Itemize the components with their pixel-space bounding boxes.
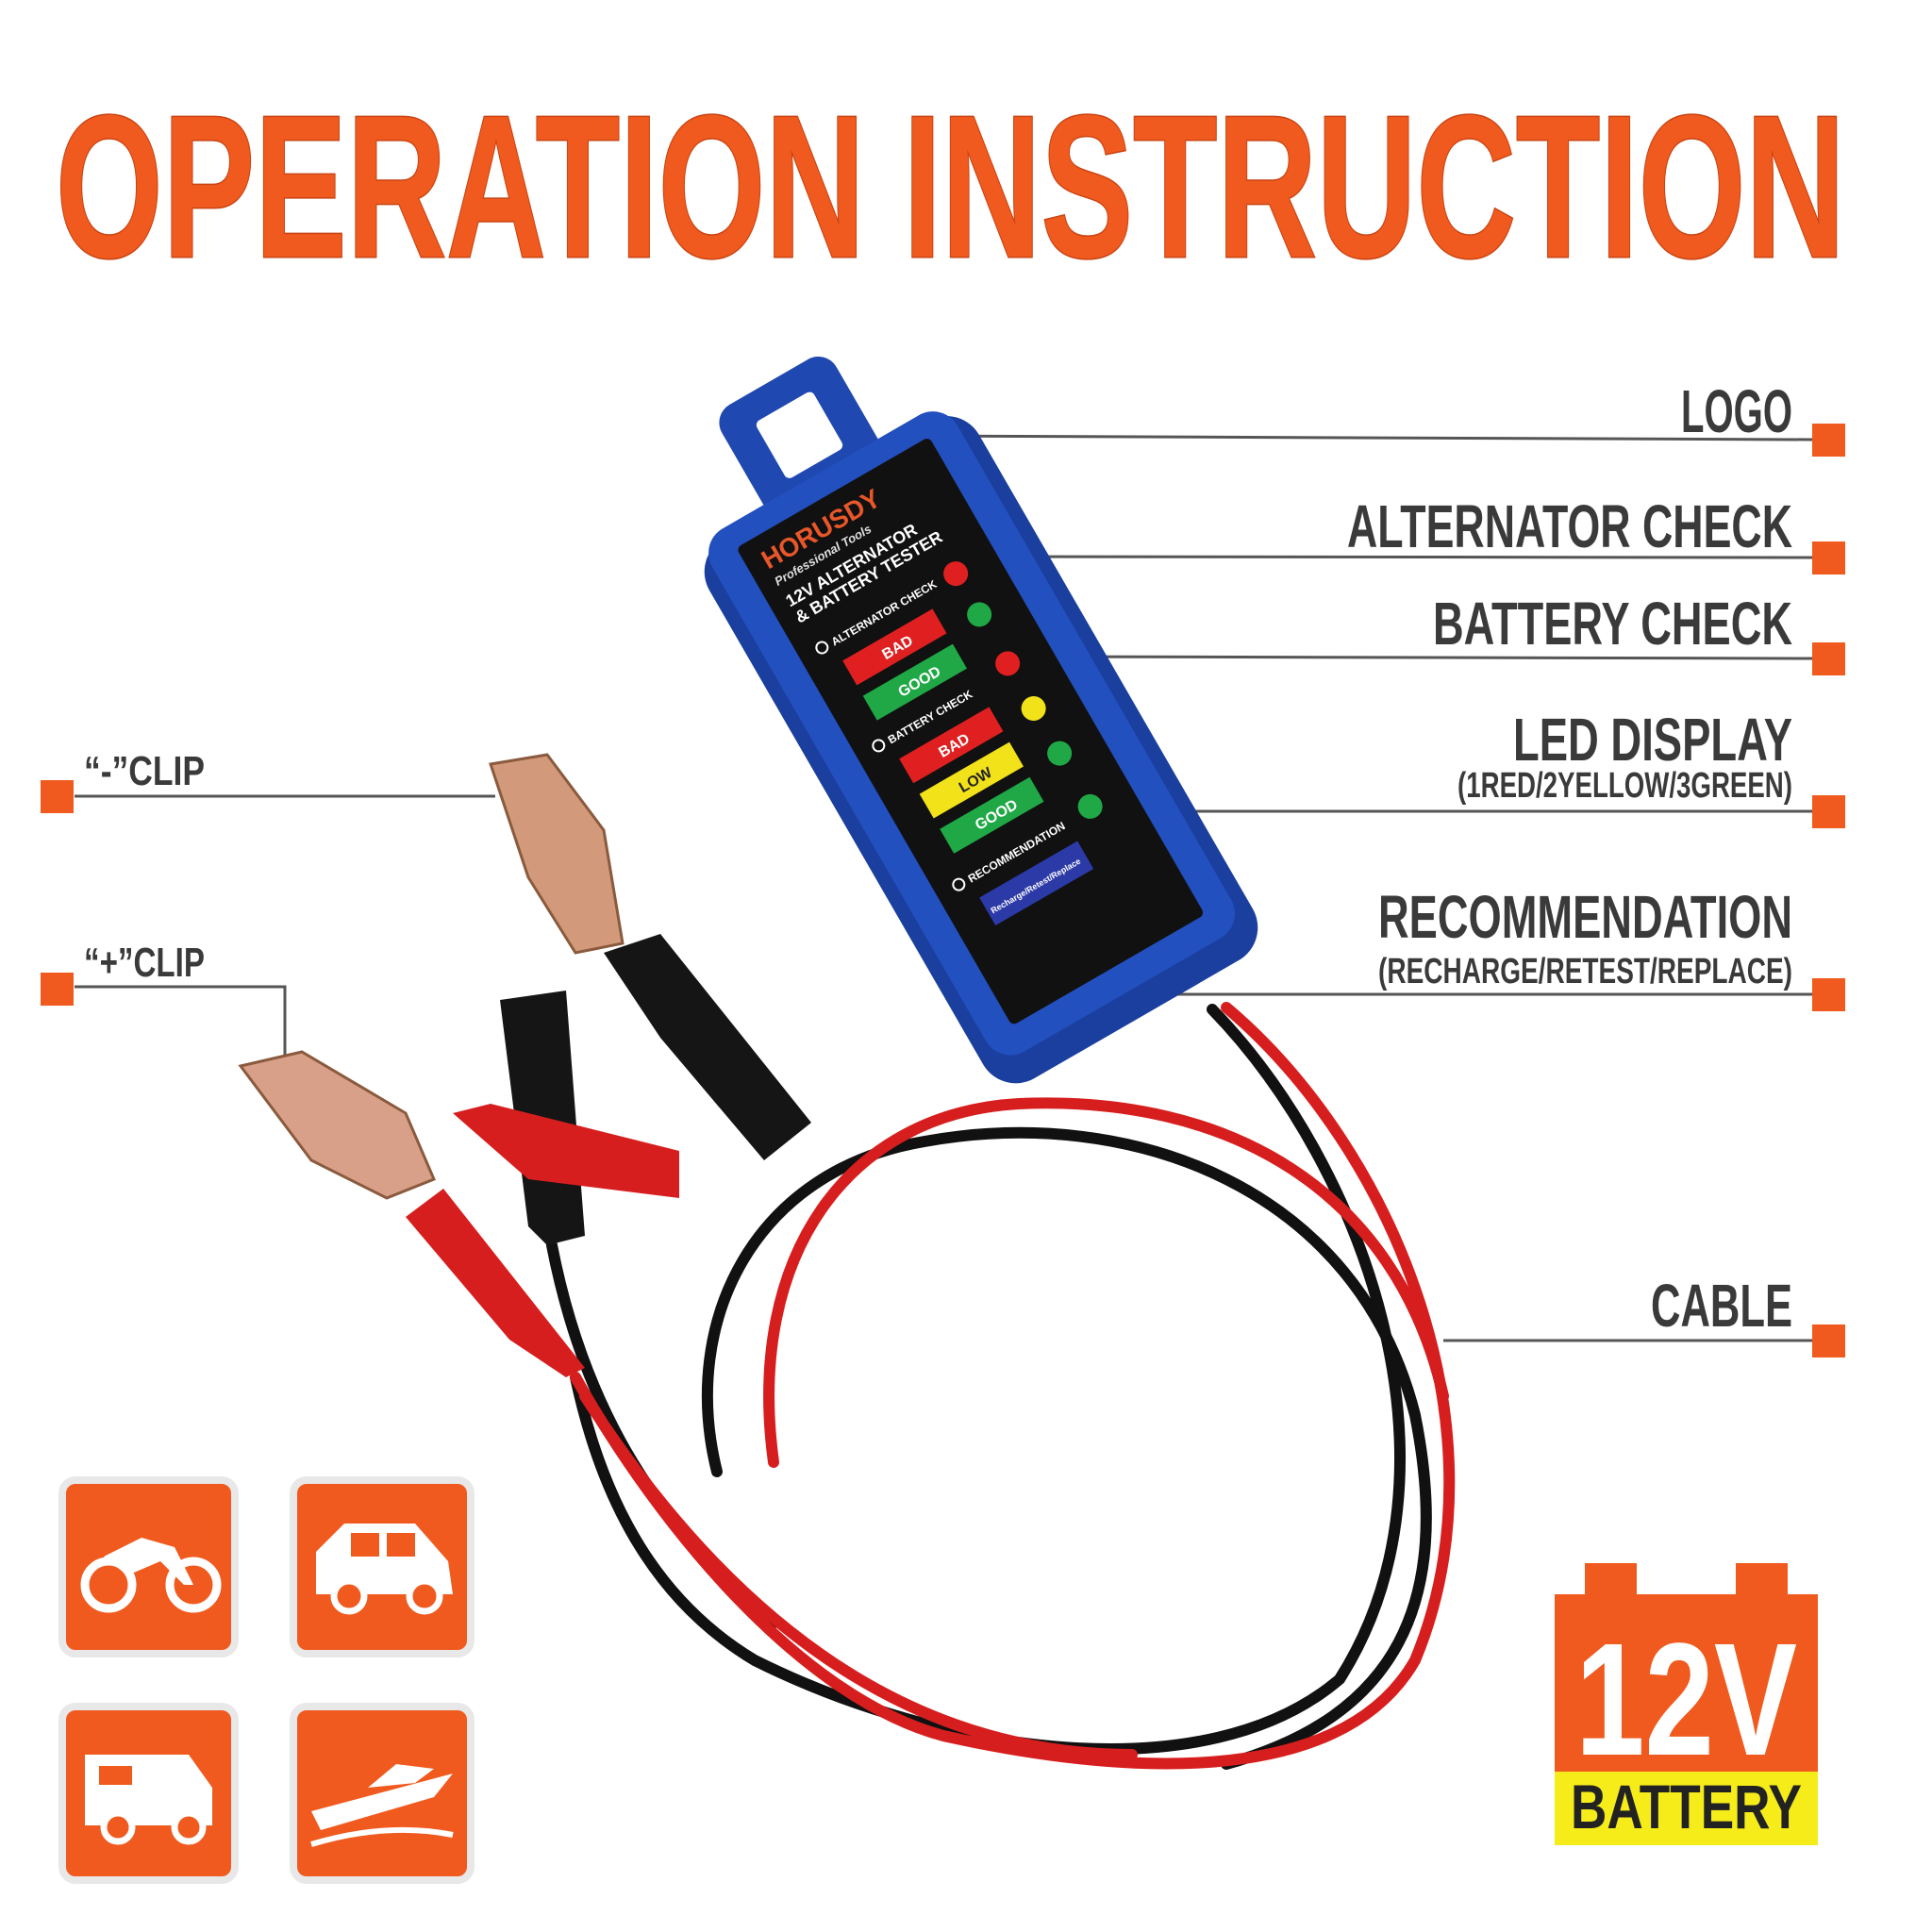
badge-label: BATTERY <box>1571 1772 1802 1841</box>
led-battery-yellow <box>1021 695 1046 721</box>
led-indicators <box>943 561 1103 819</box>
led-recommendation-green <box>1077 793 1103 819</box>
motorcycle-icon <box>58 1476 239 1657</box>
boat-icon <box>290 1703 475 1884</box>
callout-recommendation-detail: (RECHARGE/RETEST/REPLACE) <box>1378 952 1792 991</box>
battery-tester-device: HORUSDY Professional Tools 12V ALTERNATO… <box>704 356 1258 1084</box>
positive-clip-handle-right <box>453 1104 679 1198</box>
led-battery-red <box>995 651 1021 676</box>
car-icon <box>290 1476 475 1657</box>
callout-battery-check: BATTERY CHECK <box>1433 590 1792 658</box>
positive-clip[interactable] <box>238 1050 679 1377</box>
battery-12v-badge: 12V BATTERY <box>1555 1563 1818 1845</box>
positive-clip-handle-left <box>406 1189 585 1377</box>
callout-negative-clip: “-”CLIP <box>84 748 205 794</box>
callout-alternator-check: ALTERNATOR CHECK <box>1347 492 1792 560</box>
negative-clip[interactable] <box>489 753 811 1245</box>
badge-voltage: 12V <box>1575 1610 1797 1790</box>
callout-cable: CABLE <box>1651 1272 1792 1340</box>
page-title: OPERATION INSTRUCTION <box>56 73 1845 300</box>
cable <box>546 1002 1456 1770</box>
negative-clip-handle-right <box>604 934 811 1160</box>
callout-led-display: LED DISPLAY <box>1513 706 1792 774</box>
callout-markers <box>41 424 1845 1357</box>
negative-clip-jaw <box>489 753 625 955</box>
rv-icon <box>58 1703 239 1884</box>
vehicle-icons <box>58 1476 475 1884</box>
led-alternator-red <box>943 561 969 587</box>
led-battery-green <box>1047 741 1073 766</box>
callout-positive-clip: “+”CLIP <box>84 940 205 986</box>
callout-logo: LOGO <box>1681 377 1792 445</box>
callout-recommendation: RECOMMENDATION <box>1378 883 1792 951</box>
led-alternator-green <box>967 602 992 627</box>
positive-clip-jaw <box>238 1050 436 1200</box>
callout-led-display-detail: (1RED/2YELLOW/3GREEN) <box>1457 766 1792 806</box>
